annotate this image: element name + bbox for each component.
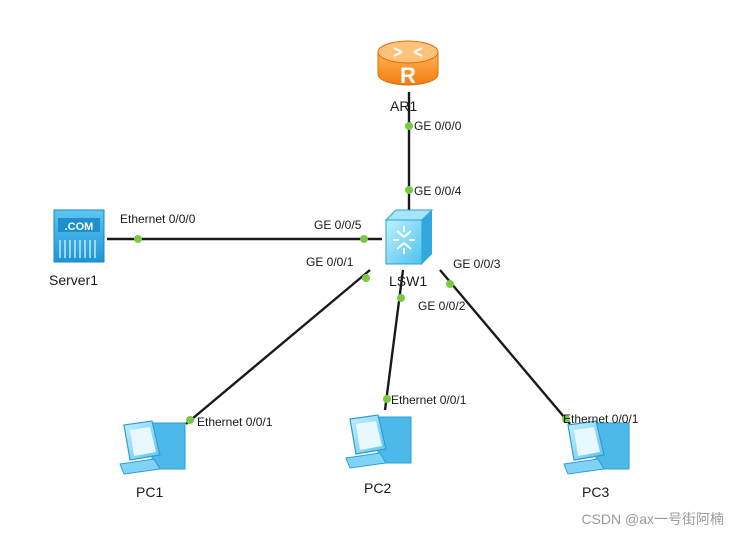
port-labels: GE 0/0/0 GE 0/0/4 GE 0/0/5 GE 0/0/1 GE 0…	[120, 119, 639, 429]
port-label-lsw1-ge001: GE 0/0/1	[306, 255, 354, 269]
port-label-server1-eth000: Ethernet 0/0/0	[120, 212, 196, 226]
router-icon[interactable]: R	[377, 40, 439, 88]
port-dot-lsw1-ge005	[360, 235, 368, 243]
server-label: Server1	[49, 272, 98, 288]
port-label-pc1-eth001: Ethernet 0/0/1	[197, 415, 273, 429]
port-label-pc3-eth001: Ethernet 0/0/1	[563, 412, 639, 426]
pc3-icon[interactable]	[563, 420, 630, 475]
port-label-lsw1-ge003: GE 0/0/3	[453, 257, 501, 271]
watermark-text: CSDN @ax一号街阿楠	[581, 511, 724, 527]
server-icon[interactable]: .COM	[53, 209, 105, 263]
switch-icon[interactable]	[384, 209, 434, 265]
port-dot-lsw1-ge004	[405, 186, 413, 194]
switch-label: LSW1	[389, 273, 427, 289]
link-lsw1-pc1	[185, 269, 371, 425]
port-dots	[134, 122, 570, 424]
router-glyph: R	[400, 63, 416, 88]
pc3-label: PC3	[582, 484, 609, 500]
pc2-icon[interactable]	[345, 414, 412, 469]
link-lsw1-pc3	[439, 269, 571, 425]
port-dot-server1-eth000	[134, 235, 142, 243]
port-dot-pc1-eth001	[186, 416, 194, 424]
port-dot-lsw1-ge002	[397, 294, 405, 302]
port-dot-pc3-eth001	[562, 415, 570, 423]
port-dot-lsw1-ge001	[362, 274, 370, 282]
port-dot-ar1-ge000	[405, 122, 413, 130]
router-label: AR1	[390, 98, 417, 114]
link-lsw1-pc2	[383, 269, 405, 411]
port-dot-pc2-eth001	[383, 395, 391, 403]
port-label-lsw1-ge002: GE 0/0/2	[418, 299, 466, 313]
pc1-icon[interactable]	[119, 420, 186, 475]
port-label-lsw1-ge004: GE 0/0/4	[414, 184, 462, 198]
port-dot-lsw1-ge003	[446, 280, 454, 288]
links	[107, 92, 571, 425]
port-label-lsw1-ge005: GE 0/0/5	[314, 218, 362, 232]
server-glyph: .COM	[65, 221, 94, 233]
pc1-label: PC1	[136, 484, 163, 500]
port-label-ar1-ge000: GE 0/0/0	[414, 119, 462, 133]
pc2-label: PC2	[364, 480, 391, 496]
port-label-pc2-eth001: Ethernet 0/0/1	[391, 393, 467, 407]
